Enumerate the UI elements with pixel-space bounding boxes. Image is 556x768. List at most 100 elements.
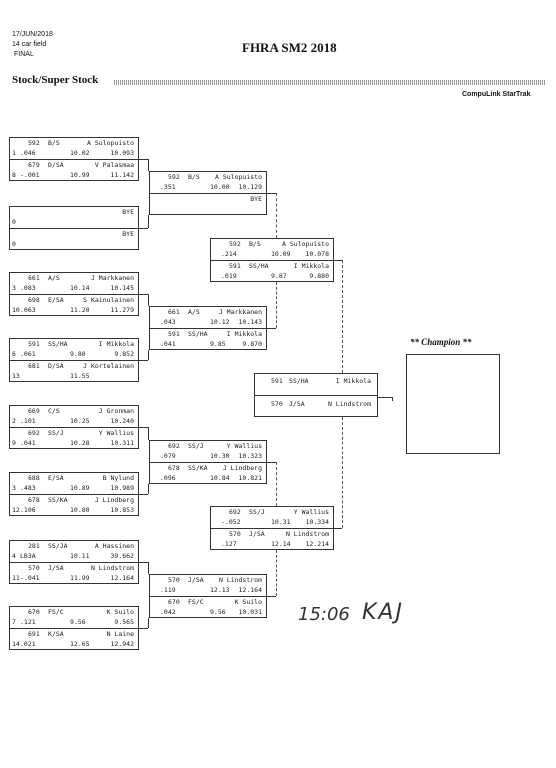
reaction-time: .043	[160, 318, 176, 326]
car-number: 661	[28, 274, 40, 282]
connector-line	[148, 618, 149, 628]
racer-name: I Mikkola	[293, 262, 329, 270]
car-class: E/SA	[48, 296, 64, 304]
seed-number: 3	[12, 284, 16, 292]
connector-line	[267, 462, 276, 463]
car-class: SS/JA	[48, 542, 68, 550]
racer-name: J Kortelainen	[83, 362, 134, 370]
elapsed-time: 11.20	[70, 306, 90, 314]
connector-line	[148, 159, 149, 171]
reaction-time: .021	[20, 640, 36, 648]
car-number: 591	[28, 340, 40, 348]
racer-name: I Mikkola	[98, 340, 134, 348]
speed: 9.880	[309, 272, 329, 280]
car-class: FS/C	[48, 608, 64, 616]
seed-number: 14	[12, 640, 20, 648]
racer-name: I Mikkola	[335, 377, 371, 385]
elapsed-time: 10.25	[70, 417, 90, 425]
racer-name: A Hassinen	[94, 542, 134, 550]
box-divider	[150, 462, 266, 463]
car-class: SS/HA	[289, 377, 309, 385]
speed: 12.942	[110, 640, 134, 648]
seed-number: 11	[12, 574, 20, 582]
racer-name: V Palasmaa	[94, 161, 134, 169]
car-class: SS/HA	[249, 262, 269, 270]
elapsed-time: 12.13	[210, 586, 230, 594]
connector-line	[139, 294, 148, 295]
racer-name: N Lindstrom	[218, 576, 262, 584]
speed: 9.870	[242, 340, 262, 348]
champion-label: ** Champion **	[410, 337, 472, 347]
connector-line	[139, 360, 148, 361]
connector-dashed	[276, 193, 277, 238]
reaction-time: .214	[221, 250, 237, 258]
racer-name: J Lindberg	[94, 496, 134, 504]
connector-line	[139, 628, 148, 629]
car-class: SS/KA	[48, 496, 68, 504]
racer-name: N Lindstrom	[285, 530, 329, 538]
reaction-time: .127	[221, 540, 237, 548]
elapsed-time: 10.31	[271, 518, 291, 526]
speed: 10.323	[238, 452, 262, 460]
speed: 10.129	[238, 183, 262, 191]
box-divider	[10, 228, 138, 229]
speed: 12.164	[110, 574, 134, 582]
car-number: 692	[168, 442, 180, 450]
connector-line	[139, 228, 148, 229]
car-class: B/S	[48, 139, 60, 147]
connector-dashed	[342, 260, 343, 373]
speed: 12.214	[305, 540, 329, 548]
reaction-time: .083	[20, 284, 36, 292]
racer-name: K Suilo	[106, 608, 134, 616]
car-class: J/SA	[289, 400, 305, 408]
champion-connector	[378, 397, 392, 398]
seed-number: 1	[12, 149, 16, 157]
reaction-time: .101	[20, 417, 36, 425]
car-number: 681	[28, 362, 40, 370]
car-class: SS/HA	[188, 330, 208, 338]
elapsed-time: 11.55	[70, 372, 90, 380]
car-number: 570	[168, 576, 180, 584]
car-number: 591	[271, 377, 283, 385]
racer-name: B Nylund	[102, 474, 134, 482]
car-class: SS/J	[48, 429, 64, 437]
connector-line	[148, 484, 149, 494]
round-name: FINAL	[14, 51, 34, 58]
box-divider	[150, 328, 266, 329]
speed: 10.145	[110, 284, 134, 292]
box-divider	[211, 260, 333, 261]
connector-line	[139, 159, 148, 160]
page-title: FHRA SM2 2018	[242, 40, 337, 55]
event-date: 17/JUN/2018	[12, 31, 53, 38]
car-class: FS/C	[188, 598, 204, 606]
connector-line	[148, 350, 149, 360]
reaction-time: .046	[20, 149, 36, 157]
car-class: SS/KA	[188, 464, 208, 472]
car-number: 692	[28, 429, 40, 437]
box-divider	[255, 395, 377, 396]
connector-line	[267, 328, 276, 329]
